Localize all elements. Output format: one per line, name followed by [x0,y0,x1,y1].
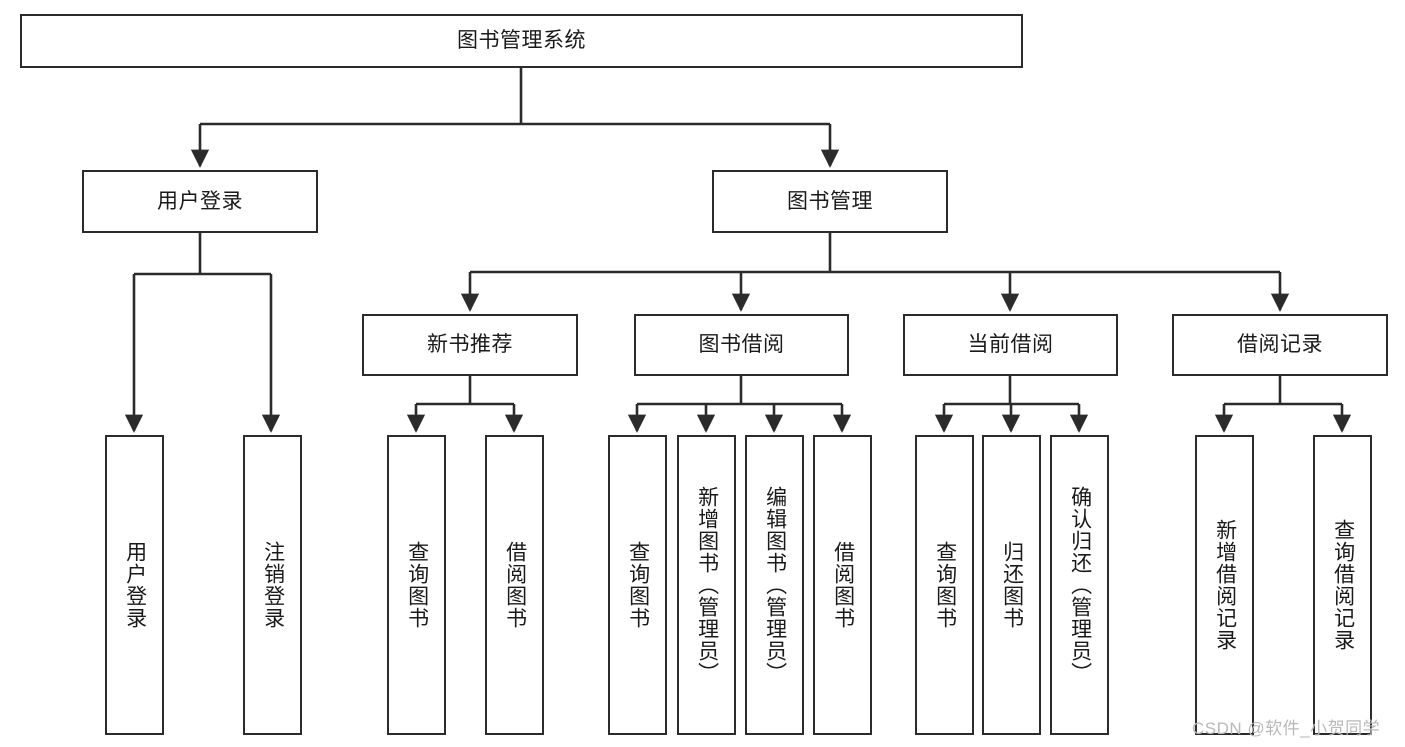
leaf-add-book[interactable]: 新增图书（管理员） [677,435,736,735]
leaf-edit-book-label: 编辑图书（管理员） [763,486,787,684]
leaf-borrow-book-1[interactable]: 借阅图书 [485,435,544,735]
leaf-add-book-label: 新增图书（管理员） [695,486,719,684]
leaf-query-book-1[interactable]: 查询图书 [387,435,446,735]
node-book-borrow-label: 图书借阅 [698,333,785,357]
node-current-borrow[interactable]: 当前借阅 [903,314,1118,376]
leaf-query-book-3-label: 查询图书 [933,541,957,629]
leaf-return-book[interactable]: 归还图书 [982,435,1041,735]
node-book-borrow[interactable]: 图书借阅 [634,314,849,376]
node-book-manage-label: 图书管理 [787,189,873,213]
node-current-borrow-label: 当前借阅 [967,333,1054,357]
leaf-edit-book[interactable]: 编辑图书（管理员） [745,435,804,735]
leaf-user-login[interactable]: 用户登录 [105,435,164,735]
leaf-return-book-label: 归还图书 [1000,541,1024,629]
leaf-query-book-2-label: 查询图书 [626,541,650,629]
watermark: CSDN @软件_小贺同学 [1192,719,1381,738]
leaf-borrow-book-2[interactable]: 借阅图书 [813,435,872,735]
leaf-borrow-book-2-label: 借阅图书 [831,541,855,629]
node-book-manage[interactable]: 图书管理 [712,170,948,233]
node-new-book-recommend-label: 新书推荐 [427,333,513,357]
leaf-borrow-book-1-label: 借阅图书 [503,541,527,629]
node-user-login-label: 用户登录 [157,189,243,213]
leaf-query-book-2[interactable]: 查询图书 [608,435,667,735]
leaf-confirm-return[interactable]: 确认归还（管理员） [1050,435,1109,735]
node-borrow-record[interactable]: 借阅记录 [1172,314,1388,376]
leaf-query-book-3[interactable]: 查询图书 [915,435,974,735]
leaf-add-record[interactable]: 新增借阅记录 [1195,435,1254,735]
leaf-add-record-label: 新增借阅记录 [1213,519,1237,651]
node-new-book-recommend[interactable]: 新书推荐 [362,314,578,376]
leaf-query-book-1-label: 查询图书 [405,541,429,629]
leaf-confirm-return-label: 确认归还（管理员） [1068,486,1092,684]
leaf-query-record[interactable]: 查询借阅记录 [1313,435,1372,735]
leaf-user-login-label: 用户登录 [123,541,147,629]
node-user-login[interactable]: 用户登录 [82,170,318,233]
node-borrow-record-label: 借阅记录 [1237,333,1323,357]
node-root[interactable]: 图书管理系统 [20,14,1023,68]
leaf-query-record-label: 查询借阅记录 [1331,519,1355,651]
leaf-logout-login[interactable]: 注销登录 [243,435,302,735]
node-root-label: 图书管理系统 [457,29,586,53]
leaf-logout-login-label: 注销登录 [261,541,285,629]
